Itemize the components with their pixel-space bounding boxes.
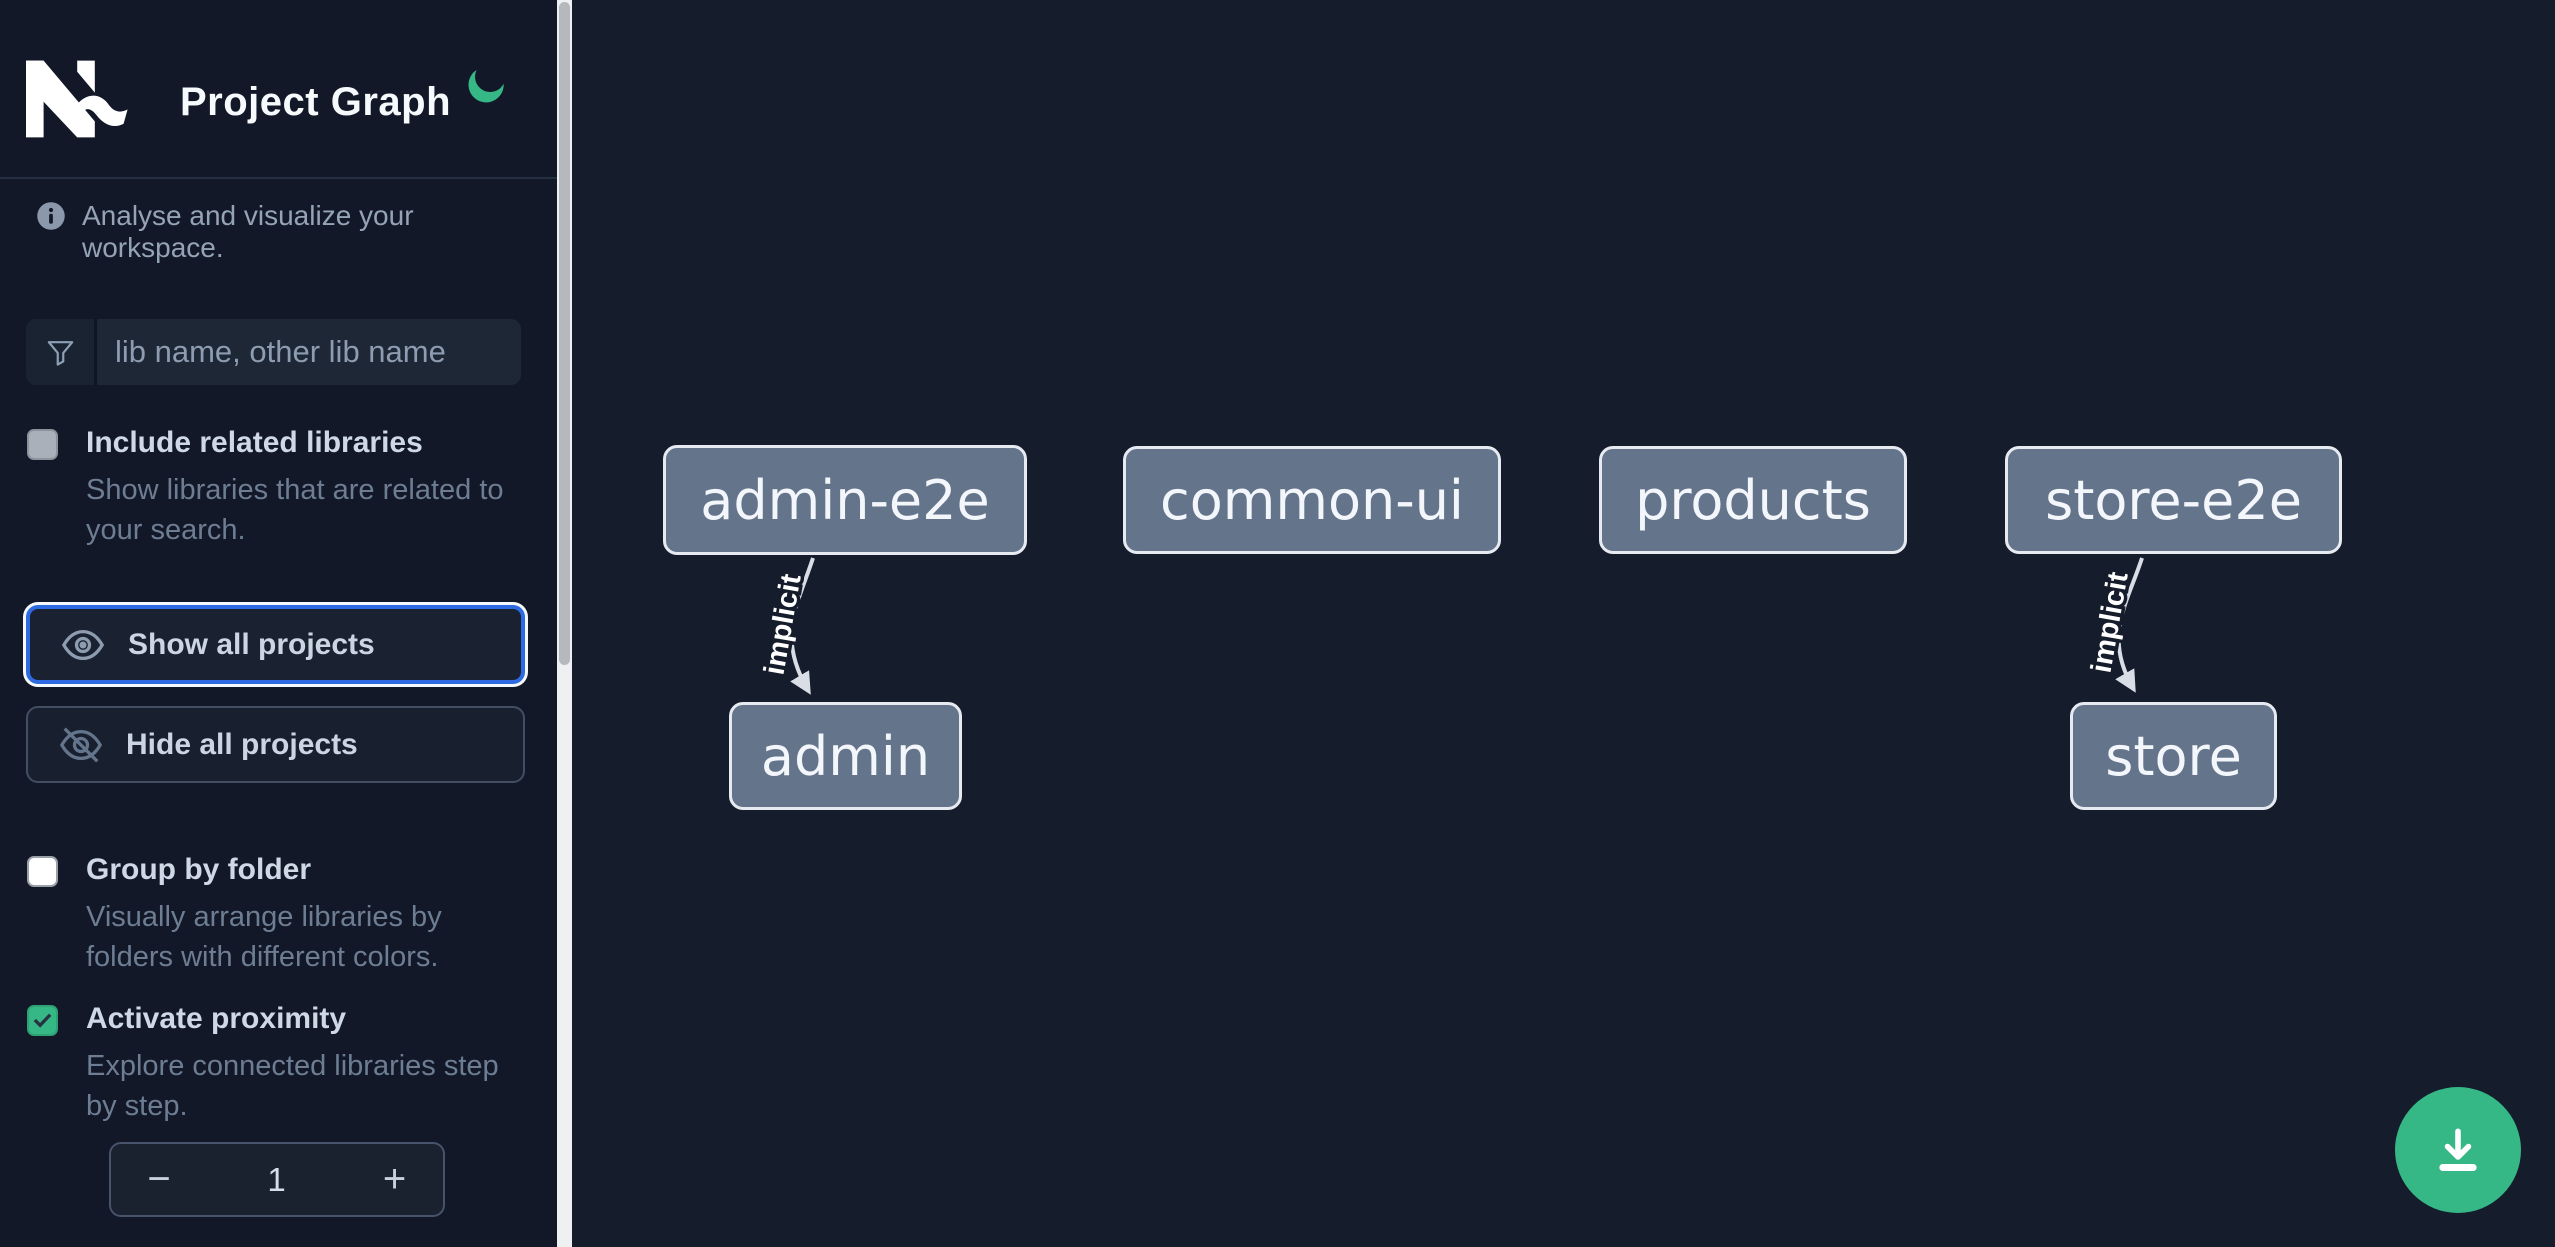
theme-toggle-button[interactable] — [458, 58, 514, 114]
option-include-related: Include related libraries Show libraries… — [27, 424, 524, 550]
include-related-description: Show libraries that are related to your … — [86, 474, 504, 546]
filter-icon-cell — [26, 319, 97, 385]
sidebar: Project Graph Analyse and visualize your… — [0, 0, 557, 1247]
graph-node-store-e2e[interactable]: store-e2e — [2005, 446, 2342, 554]
group-by-folder-checkbox[interactable] — [27, 856, 58, 887]
eye-slash-icon — [59, 727, 103, 762]
info-icon — [37, 202, 65, 230]
download-icon — [2439, 1128, 2477, 1171]
show-all-projects-button[interactable]: Show all projects — [26, 605, 525, 684]
stepper-value: 1 — [267, 1160, 286, 1198]
edge-admin-e2e-admin — [789, 557, 815, 695]
group-by-folder-label: Group by folder — [86, 853, 311, 886]
group-by-folder-description: Visually arrange libraries by folders wi… — [86, 901, 442, 973]
proximity-depth-stepper: − 1 + — [109, 1142, 445, 1217]
info-banner: Analyse and visualize your workspace. — [36, 200, 528, 264]
nx-logo-icon — [26, 60, 128, 138]
graph-node-store[interactable]: store — [2070, 702, 2277, 810]
info-text: Analyse and visualize your workspace. — [82, 200, 414, 263]
include-related-label: Include related libraries — [86, 426, 423, 459]
graph-node-common-ui[interactable]: common-ui — [1123, 446, 1501, 554]
option-activate-proximity: Activate proximity Explore connected lib… — [27, 1000, 524, 1126]
sidebar-scrollbar-track[interactable] — [557, 0, 572, 1247]
eye-icon — [61, 629, 105, 660]
increment-button[interactable]: + — [346, 1144, 443, 1215]
graph-node-products[interactable]: products — [1599, 446, 1907, 554]
include-related-checkbox[interactable] — [27, 429, 58, 460]
edge-label-implicit-store: implicit — [2086, 569, 2135, 675]
hide-all-projects-button[interactable]: Hide all projects — [26, 706, 525, 783]
funnel-icon — [47, 340, 73, 366]
graph-node-admin-e2e[interactable]: admin-e2e — [663, 445, 1027, 555]
check-icon — [33, 1013, 52, 1028]
search-box — [26, 319, 521, 385]
graph-canvas[interactable]: implicit implicit admin-e2e common-ui pr… — [572, 0, 2555, 1247]
edge-store-e2e-store — [2115, 557, 2144, 693]
option-group-by-folder: Group by folder Visually arrange librari… — [27, 851, 524, 977]
sidebar-header: Project Graph — [0, 0, 557, 179]
decrement-button[interactable]: − — [111, 1144, 207, 1215]
hide-all-projects-label: Hide all projects — [126, 727, 358, 761]
sidebar-scrollbar-thumb[interactable] — [559, 2, 570, 665]
show-all-projects-label: Show all projects — [128, 627, 375, 661]
dependency-edges: implicit implicit — [755, 557, 2144, 695]
graph-node-admin[interactable]: admin — [729, 702, 962, 810]
page-title: Project Graph — [180, 80, 452, 124]
activate-proximity-checkbox[interactable] — [27, 1005, 58, 1036]
search-input[interactable] — [97, 319, 521, 385]
activate-proximity-label: Activate proximity — [86, 1002, 347, 1035]
moon-icon — [468, 69, 504, 102]
nx-logo — [26, 58, 130, 140]
activate-proximity-description: Explore connected libraries step by step… — [86, 1050, 499, 1122]
edge-label-implicit-admin: implicit — [759, 571, 808, 677]
download-image-button[interactable] — [2395, 1087, 2521, 1213]
